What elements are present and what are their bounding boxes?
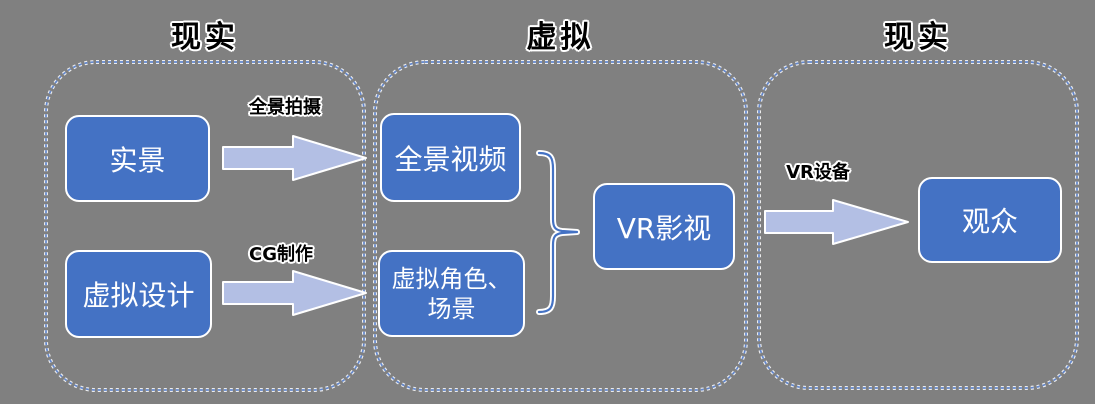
section-title-virtual: 虚拟 [526,20,595,55]
section-title-reality-left: 现实 [171,20,239,55]
section-title-reality-right: 现实 [884,20,952,55]
box-audience-label: 观众 [961,205,1018,238]
arrow-label-panoramic-shooting: 全景拍摄 [249,97,321,118]
arrow-panoramic-shooting [222,135,367,181]
box-panoramic-video-label: 全景视频 [394,142,507,176]
box-real-scene-label: 实景 [109,143,166,177]
brace-icon [537,151,579,314]
container-virtual [373,60,748,392]
arrow-label-vr-device: VR设备 [786,162,850,183]
container-virtual-border [374,61,747,391]
arrow-label-cg-production: CG制作 [249,244,313,265]
box-real-scene: 实景 [65,115,210,202]
brace-group [536,150,580,315]
box-virtual-design: 虚拟设计 [65,250,212,338]
box-vr-film-label: VR影视 [616,211,712,245]
box-virtual-characters-label-line2: 场景 [427,294,476,323]
box-virtual-characters-label-line1: 虚拟角色、 [391,264,512,293]
container-reality-left [44,60,366,392]
container-reality-left-border [45,61,365,391]
box-panoramic-video: 全景视频 [380,113,521,202]
container-reality-right [757,60,1079,390]
box-vr-film: VR影视 [593,183,735,270]
arrow-cg-production [222,270,367,316]
box-audience: 观众 [918,177,1062,263]
arrow-vr-device [764,199,909,245]
box-virtual-design-label: 虚拟设计 [82,279,195,312]
container-reality-right-border [758,61,1078,389]
box-virtual-characters: 虚拟角色、 场景 [378,250,525,337]
